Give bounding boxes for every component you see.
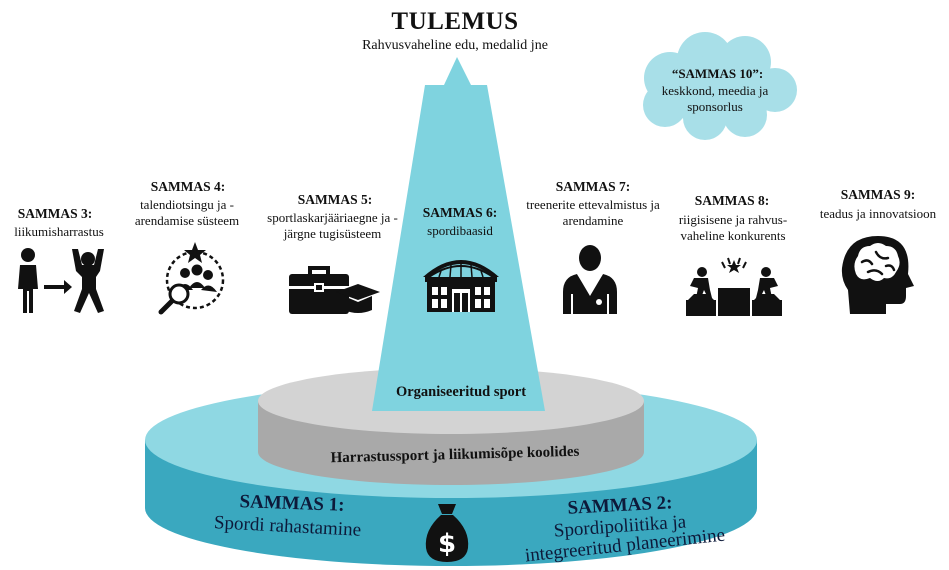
- pillar-5-desc: sportlaskarjääriaegne ja -järgne tugisüs…: [267, 210, 398, 242]
- pillar-9-title: SAMMAS 9:: [840, 187, 916, 202]
- cloud-shape: [643, 32, 797, 140]
- outcome-title: TULEMUS: [391, 8, 519, 35]
- pillar-3-desc: liikumisharrastus: [14, 224, 104, 239]
- briefcase-graduation-icon: [289, 266, 380, 314]
- pillar-4-desc: talendiotsingu ja -arendamise süsteem: [134, 197, 240, 229]
- cloud-title: “SAMMAS 10”:: [671, 66, 764, 81]
- money-bag-icon: $: [425, 504, 469, 562]
- pillar-8-desc: riigisisene ja rahvus-vaheline konkurent…: [678, 212, 788, 244]
- cloud-desc: keskkond, meedia ja sponsorlus: [661, 83, 769, 115]
- brain-head-icon: [841, 236, 914, 314]
- coach-icon: [563, 245, 617, 314]
- pyramid-beam: [372, 57, 545, 411]
- pillar-7-title: SAMMAS 7:: [555, 179, 631, 194]
- level-organized-sport: Organiseeritud sport: [395, 384, 527, 400]
- pillar-5-title: SAMMAS 5:: [297, 192, 373, 207]
- pillar-6-title: SAMMAS 6:: [422, 205, 498, 220]
- pillar-7-desc: treenerite ettevalmistus ja arendamine: [526, 197, 660, 229]
- podium-icon: [686, 257, 782, 316]
- talent-search-icon: [158, 242, 225, 315]
- outcome-subtitle: Rahvusvaheline edu, medalid jne: [362, 38, 548, 53]
- pillar-9-desc: teadus ja innovatsioon: [819, 206, 937, 221]
- pillar-3-title: SAMMAS 3:: [17, 206, 93, 221]
- person-progress-icon: [18, 248, 104, 313]
- svg-text:$: $: [438, 529, 456, 559]
- pillar-8-title: SAMMAS 8:: [694, 193, 770, 208]
- pillar-4-title: SAMMAS 4:: [150, 179, 226, 194]
- pillar-6-desc: spordibaasid: [427, 223, 493, 238]
- stadium-icon: [423, 260, 499, 312]
